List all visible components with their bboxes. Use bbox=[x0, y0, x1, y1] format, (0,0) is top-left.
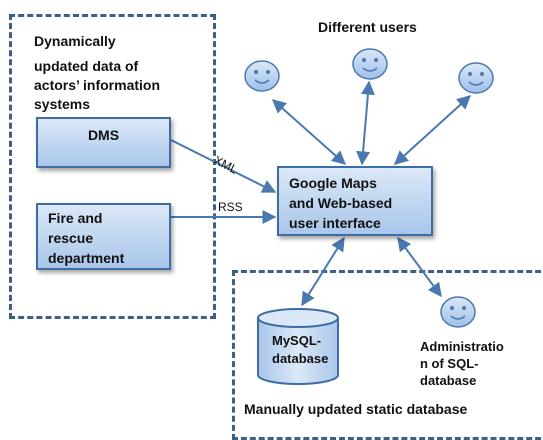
fire-line-1: Fire and bbox=[48, 210, 103, 226]
arrow-user1 bbox=[271, 99, 347, 165]
static-database-label: Manually updated static database bbox=[244, 401, 468, 417]
admin-label-1: Administratio bbox=[420, 339, 504, 354]
fire-line-3: department bbox=[48, 250, 125, 266]
smiley-user-icon bbox=[458, 62, 494, 94]
fire-rescue-box: Fire and rescue department bbox=[36, 203, 171, 270]
left-region-line-2: actors’ information bbox=[34, 77, 161, 93]
left-region-line-3: systems bbox=[34, 96, 91, 112]
diagram-graphics bbox=[170, 48, 494, 385]
smiley-admin-icon bbox=[440, 296, 476, 328]
gmaps-line-2: and Web-based bbox=[289, 195, 393, 211]
left-region-line-1: updated data of bbox=[34, 58, 139, 74]
gmaps-line-1: Google Maps bbox=[289, 175, 377, 191]
database-cylinder-icon bbox=[257, 308, 339, 385]
users-label: Different users bbox=[318, 19, 417, 35]
smiley-user-icon bbox=[244, 60, 280, 92]
smiley-user-icon bbox=[352, 48, 388, 80]
arrow-dms-to-gmaps bbox=[170, 139, 277, 193]
arrow-user3 bbox=[393, 95, 472, 165]
diagram-canvas: Dynamically updated data of actors’ info… bbox=[9, 14, 543, 440]
admin-label-2: n of SQL- bbox=[420, 356, 479, 371]
dms-box: DMS bbox=[36, 117, 171, 168]
actors-data-region bbox=[9, 14, 216, 319]
dms-label: DMS bbox=[87, 127, 120, 143]
arrow-user2 bbox=[356, 80, 375, 166]
fire-line-2: rescue bbox=[48, 230, 94, 246]
arrow-gmaps-to-db bbox=[301, 236, 345, 307]
database-label-1: MySQL- bbox=[272, 333, 322, 348]
admin-label-3: database bbox=[420, 373, 477, 388]
arrow-gmaps-to-admin bbox=[397, 236, 442, 298]
left-region-title: Dynamically bbox=[34, 33, 116, 49]
google-maps-ui-box: Google Maps and Web-based user interface bbox=[277, 166, 433, 236]
rss-edge-label: RSS bbox=[218, 200, 243, 214]
database-label-2: database bbox=[272, 351, 329, 366]
gmaps-line-3: user interface bbox=[289, 215, 381, 231]
